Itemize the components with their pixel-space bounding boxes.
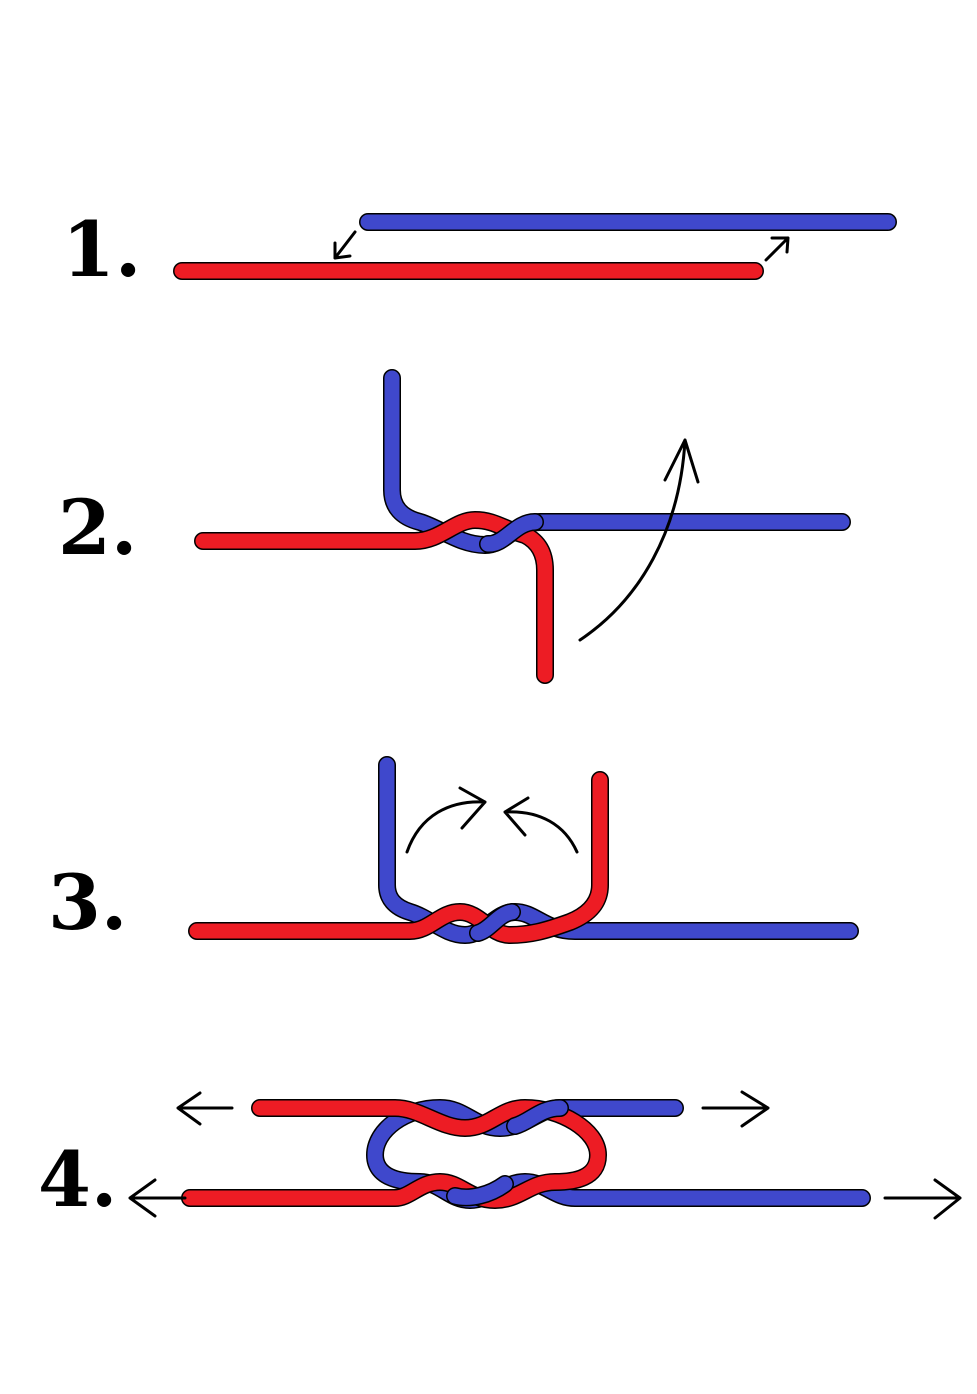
arrow-right-icon [701,1090,770,1128]
red-rope [182,1100,606,1208]
step-2-label: 2. [58,483,138,572]
blue-crossing [447,1176,513,1205]
blue-crossing [470,904,520,941]
curved-arrow-up-icon [578,438,700,642]
blue-rope [379,757,858,943]
blue-rope [367,1100,870,1208]
step-4-illustration [128,1090,962,1220]
curved-arrow-left-icon [503,796,579,854]
blue-crossing [480,514,543,552]
step-2-illustration [194,369,851,684]
blue-crossing [507,1100,568,1134]
step-4-label: 4. [38,1135,118,1224]
step-1-label: 1. [62,205,142,294]
red-rope [195,512,553,683]
step-3-illustration [188,756,859,944]
arrow-right-icon [883,1178,962,1220]
arrow-up-right-icon [764,236,790,262]
arrow-left-icon [176,1091,234,1126]
step-1-illustration [173,213,897,280]
curved-arrow-right-icon [405,786,487,854]
red-rope [189,772,608,943]
arrow-left-icon [128,1178,187,1218]
step-3-label: 3. [48,858,128,947]
arrow-down-left-icon [333,230,357,260]
